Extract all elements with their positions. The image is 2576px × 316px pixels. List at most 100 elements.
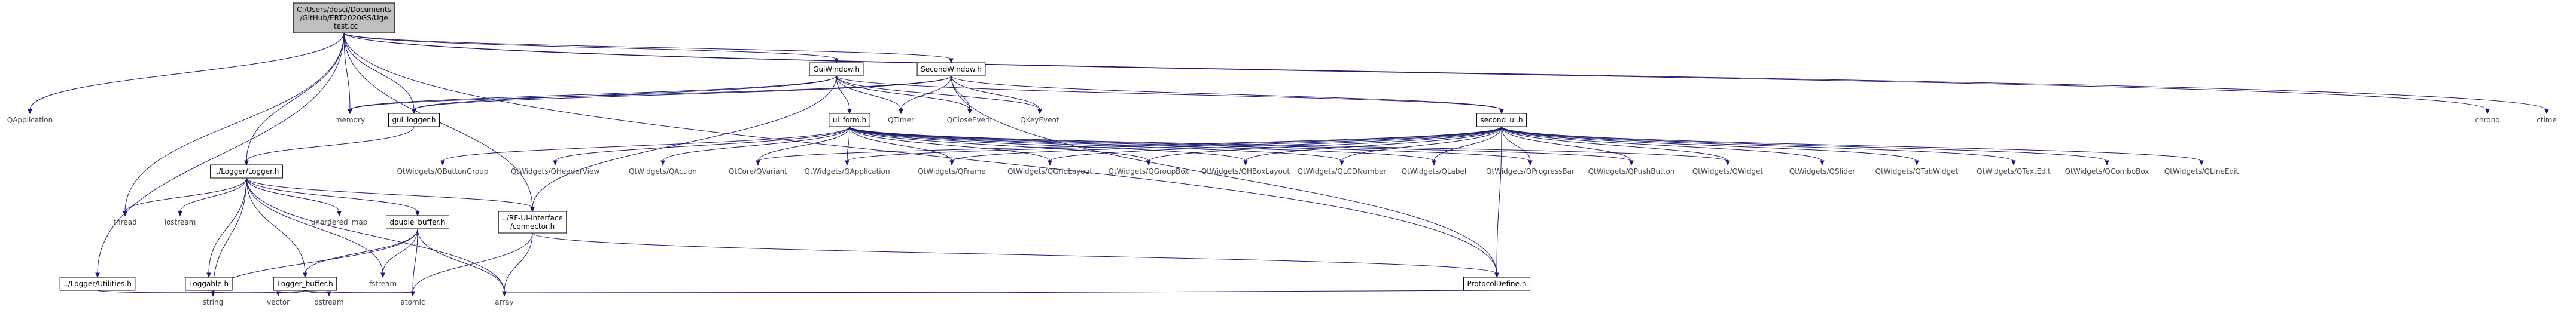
edge-arrowhead (380, 272, 385, 278)
graph-node-double-buffer[interactable]: double_buffer.h (385, 215, 450, 229)
node-label: QtWidgets/QComboBox (2065, 167, 2149, 176)
include-edge (849, 126, 1531, 162)
edge-arrowhead (1048, 160, 1052, 166)
include-edge (532, 75, 837, 208)
include-edge (1501, 126, 1531, 162)
graph-node-secondwindow[interactable]: SecondWindow.h (916, 62, 986, 76)
edge-arrowhead (756, 160, 760, 166)
include-edge (1148, 126, 1502, 162)
graph-node-connector[interactable]: ../RF-UI-Interface/connector.h (498, 211, 567, 234)
node-box (385, 215, 450, 229)
include-edge (343, 32, 351, 111)
node-label: QCloseEvent (947, 116, 993, 124)
node-label: ostream (314, 298, 343, 306)
edge-arrowhead (410, 291, 415, 297)
graph-node-logger-buffer[interactable]: Logger_buffer.h (273, 277, 337, 291)
include-edge (246, 126, 415, 162)
include-edge (1501, 126, 1728, 162)
edge-arrowhead (2485, 109, 2490, 115)
graph-node-logger[interactable]: ../Logger/Logger.h (210, 164, 283, 179)
include-edge (29, 32, 345, 111)
graph-node-second-ui[interactable]: second_ui.h (1476, 113, 1527, 127)
include-edge (343, 32, 1497, 274)
graph-node-qlabel: QtWidgets/QLabel (1402, 167, 1467, 176)
edge-arrowhead (1499, 109, 1504, 115)
include-edge (305, 228, 418, 274)
include-edge (1341, 126, 1502, 162)
include-edge (951, 75, 1040, 111)
graph-node-guiwindow[interactable]: GuiWindow.h (809, 62, 864, 76)
edge-arrowhead (1820, 160, 1825, 166)
include-edge (124, 177, 247, 213)
edge-arrowhead (440, 160, 445, 166)
node-label: QtWidgets/QHeaderView (511, 167, 600, 176)
include-edge (305, 290, 330, 293)
graph-node-main-test[interactable]: C:/Users/dosci/Documents/GitHub/ERT2020G… (293, 2, 395, 33)
include-edge (1501, 126, 2202, 162)
node-label: QtWidgets/QGroupBox (1109, 167, 1189, 176)
include-edge (246, 177, 418, 213)
edge-arrowhead (949, 58, 954, 64)
node-label: fstream (369, 280, 397, 288)
node-label: array (495, 298, 513, 306)
include-edge (532, 232, 1497, 274)
include-edge (343, 32, 2547, 111)
edge-arrowhead (660, 160, 665, 166)
include-edge (849, 126, 1632, 162)
node-label: chrono (2475, 116, 2499, 124)
node-label: QtWidgets/QLCDNumber (1298, 167, 1387, 176)
include-edge (662, 126, 850, 162)
include-edge (836, 75, 970, 111)
include-edge (1433, 126, 1502, 162)
include-edge (836, 75, 902, 111)
edge-arrowhead (502, 291, 507, 297)
edge-arrowhead (553, 160, 558, 166)
include-edge (849, 126, 1246, 162)
include-edge (849, 126, 1051, 162)
node-label: QTimer (888, 116, 914, 124)
edge-arrowhead (337, 211, 342, 217)
include-edge (1501, 126, 2014, 162)
graph-node-qwidget: QtWidgets/QWidget (1692, 167, 1764, 176)
graph-node-qgroupbox: QtWidgets/QGroupBox (1109, 167, 1189, 176)
graph-node-loggable[interactable]: Loggable.h (185, 277, 233, 291)
graph-node-thread: thread (113, 218, 136, 226)
include-edge (504, 290, 1497, 293)
graph-node-gui-logger[interactable]: gui_logger.h (388, 113, 440, 127)
include-edge (836, 75, 850, 111)
include-edge (97, 290, 214, 293)
include-edge (555, 126, 850, 162)
graph-node-unordered-map: unordered_map (311, 218, 368, 226)
graph-node-protocoldefine[interactable]: ProtocolDefine.h (1463, 277, 1530, 291)
node-label: second_ui.h (1480, 116, 1523, 124)
include-edge (246, 177, 340, 213)
node-label: QtWidgets/QLineEdit (2164, 167, 2239, 176)
graph-node-loggerutilities[interactable]: ../Logger/Utilities.h (59, 277, 136, 291)
graph-node-qkeyevent: QKeyEvent (1020, 116, 1059, 124)
include-edge (836, 75, 1502, 111)
edge-arrowhead (530, 207, 535, 213)
include-edge (900, 75, 952, 111)
node-label: thread (113, 218, 136, 226)
graph-node-ui-form[interactable]: ui_form.h (829, 113, 870, 127)
node-label: memory (335, 116, 365, 124)
node-label: Logger_buffer.h (277, 280, 333, 288)
include-edge (343, 32, 2488, 111)
node-label: /connector.h (510, 222, 555, 231)
graph-node-chrono: chrono (2475, 116, 2499, 124)
graph-node-qslider: QtWidgets/QSlider (1789, 167, 1855, 176)
edge-arrowhead (1339, 160, 1344, 166)
node-label: QtWidgets/QSlider (1789, 167, 1855, 176)
include-edge (246, 177, 306, 274)
edge-arrowhead (303, 272, 307, 278)
include-edge (412, 228, 418, 293)
graph-node-atomic: atomic (400, 298, 425, 306)
node-box (293, 2, 395, 33)
graph-node-qtimer: QTimer (888, 116, 914, 124)
node-label: Loggable.h (189, 280, 229, 288)
include-edge (413, 75, 952, 111)
edge-arrowhead (949, 160, 954, 166)
include-edge (212, 177, 247, 293)
node-label: QtWidgets/QPushButton (1588, 167, 1675, 176)
node-box (273, 277, 337, 291)
